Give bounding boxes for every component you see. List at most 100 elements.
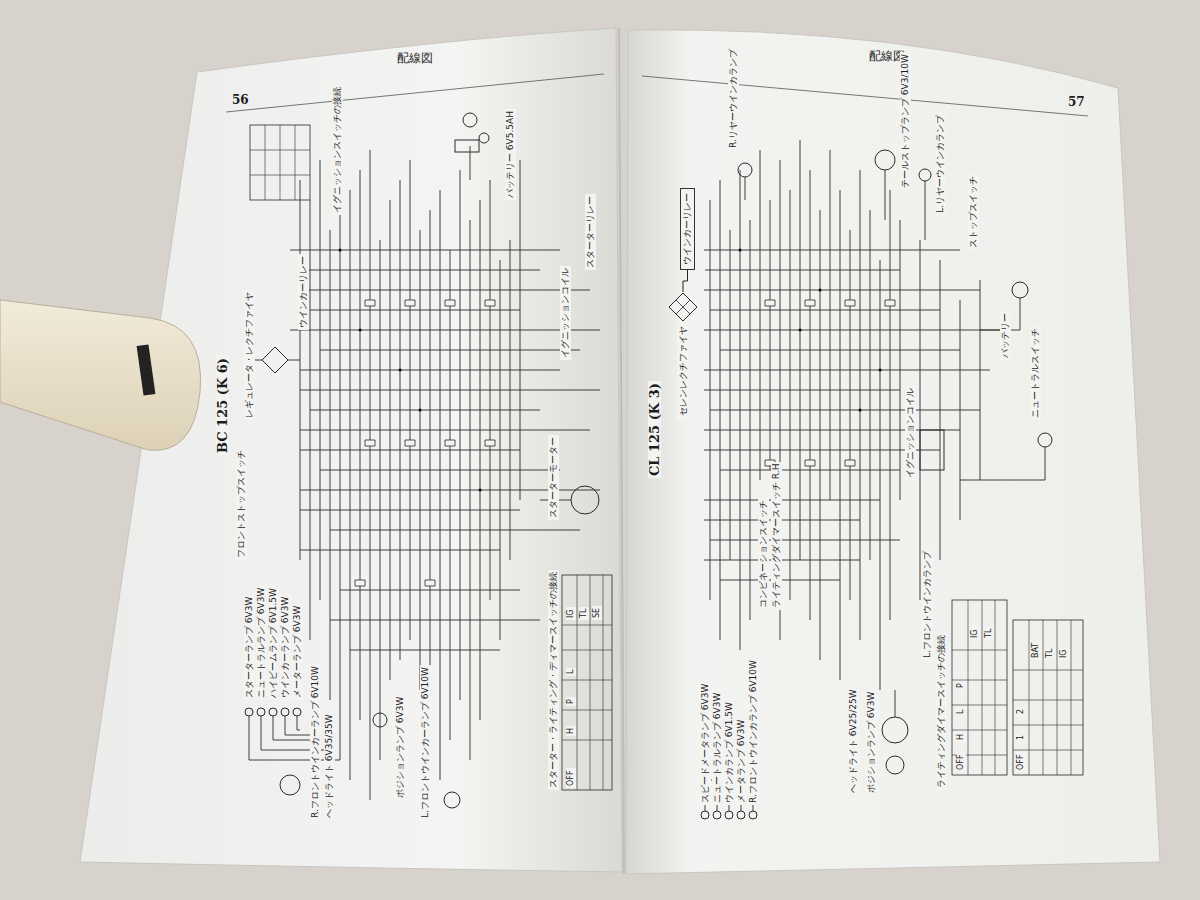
table-cell: OFF <box>566 769 576 789</box>
component-label: レギュレータ・レクチファイヤ <box>244 290 255 420</box>
component-label: コンビネーションスイッチ <box>758 498 769 610</box>
junction-dot <box>740 250 880 410</box>
right-page <box>626 30 1160 874</box>
rectifier-symbol <box>668 292 698 322</box>
table-cell: L <box>956 708 966 716</box>
motor-symbol <box>571 486 599 514</box>
component-label: スターターランプ 6V3W <box>244 595 255 700</box>
stick-tag <box>137 344 156 395</box>
page-header: 配線図 <box>397 52 433 64</box>
component-label: R.フロントウインカランプ 6V10W <box>748 658 759 805</box>
table-cell: TL <box>579 607 589 620</box>
component-label: ウインカランプ 6V1.5W <box>724 700 735 805</box>
lamp-symbol <box>701 811 709 819</box>
lamp-symbol <box>737 811 745 819</box>
lamp-symbol <box>479 133 489 143</box>
table-title: スターター・ライティング・ディマースイッチの接続 <box>548 570 559 790</box>
stick-end <box>156 322 196 448</box>
component-label: イグニッションコイル <box>905 386 916 480</box>
component-label: L.フロントウインカーランプ 6V10W <box>420 665 431 820</box>
lamp-symbol <box>245 708 253 716</box>
lamp-symbol <box>725 811 733 819</box>
table-cell: L <box>566 668 576 676</box>
component-label: イグニッションコイル <box>560 266 571 360</box>
lamp-symbol <box>886 756 904 774</box>
table-cell: IG <box>566 607 576 620</box>
lamp-symbol <box>738 163 752 177</box>
rectifier-symbol <box>669 293 697 321</box>
model-title: BC 125 (K 6) <box>216 356 229 455</box>
junction-dot <box>340 250 480 490</box>
component-label: バッテリー 6V5.5AH <box>505 109 516 200</box>
component-label: L.フロントウインカランプ <box>922 549 933 660</box>
wire-connectors <box>765 300 895 466</box>
rectifier-bridge: セレンレクチファイヤ <box>668 292 698 420</box>
component-label: R.リヤーウインカランプ <box>728 47 739 150</box>
wiring-harness <box>704 140 1045 811</box>
component-label: ポジションランプ 6V3W <box>395 695 406 800</box>
table-cell: 1 <box>1016 733 1026 742</box>
coil-symbol <box>920 430 944 470</box>
book-spine <box>619 28 624 874</box>
table-cell: P <box>566 697 576 706</box>
switch-table-grid <box>952 600 1007 775</box>
component-label: イグニッションスイッチの接続 <box>332 85 343 215</box>
rectifier-symbol <box>262 347 288 373</box>
lamp-symbol <box>713 811 721 819</box>
component-label: テールストップランプ 6V3/10W <box>900 52 911 190</box>
switch-table-grid <box>562 575 612 790</box>
lamp-symbol <box>749 811 757 819</box>
component-label: ポジションランプ 6V3W <box>866 690 877 795</box>
component-label: ニュートラルランプ 6V3W <box>712 691 723 805</box>
component-label: R.フロントウインカーランプ 6V10W <box>310 664 321 820</box>
switch-table-grid <box>562 575 612 790</box>
table-cell: OFF <box>956 753 966 773</box>
horn-symbol <box>1012 282 1028 298</box>
switch-table-grid <box>952 600 1007 775</box>
model-title: CL 125 (K 3) <box>648 381 661 478</box>
component-label: ウインカーリレー <box>681 189 694 269</box>
book-page: 配線図 56 BC 125 (K 6) <box>85 35 620 865</box>
wire <box>683 270 688 292</box>
table-title: ライティングダイマースイッチの接続 <box>936 633 947 790</box>
tail-lamp-symbol <box>875 150 895 170</box>
table-cell: P <box>956 681 966 690</box>
lamp-symbol <box>444 792 460 808</box>
diode-symbol <box>676 300 690 314</box>
headlight-symbol <box>280 775 300 795</box>
lamp-symbol <box>463 113 477 127</box>
header-rule <box>226 74 1088 116</box>
table-cell: OFF <box>1016 753 1026 773</box>
lamp-symbol <box>373 713 387 727</box>
switch-table-grid <box>1013 620 1083 775</box>
component-label: フロントストップスイッチ <box>236 448 247 560</box>
lamp-symbol <box>919 169 931 181</box>
component-label: ウインカーリレー <box>298 254 309 330</box>
component-label: スピードメータランプ 6V3W <box>700 682 711 805</box>
table-cell: TL <box>1045 647 1055 660</box>
component-label: ヘッドライト 6V35/35W <box>324 712 335 820</box>
table-cell: SE <box>592 606 602 620</box>
component-label: ニュートラルスイッチ <box>1030 326 1041 420</box>
page-number: 56 <box>232 94 249 106</box>
component-label: ウインカーランプ 6V3W <box>280 595 291 700</box>
table-cell: 2 <box>1016 707 1026 716</box>
page-number: 57 <box>1068 96 1085 108</box>
lamp-symbol <box>293 708 301 716</box>
table-cell: IG <box>970 627 980 640</box>
table-cell: H <box>566 726 576 736</box>
component-label: ヘッドライト 6V25/25W <box>848 687 859 795</box>
table-cell: TL <box>984 627 994 640</box>
component-label: メータランプ 6V3W <box>736 718 747 805</box>
relay-box: ウインカーリレー <box>680 188 695 270</box>
component-label: スターターリレー <box>585 194 596 270</box>
component-label: ライティングダイマースイッチ R.H <box>771 462 782 610</box>
switch-table-grid <box>250 125 310 200</box>
switch-table-grid <box>1013 620 1083 775</box>
switch-table-grid <box>250 125 310 200</box>
component-label: セレンレクチファイヤ <box>677 322 690 420</box>
table-cell: BAT <box>1031 641 1041 660</box>
wooden-stick <box>0 300 201 450</box>
